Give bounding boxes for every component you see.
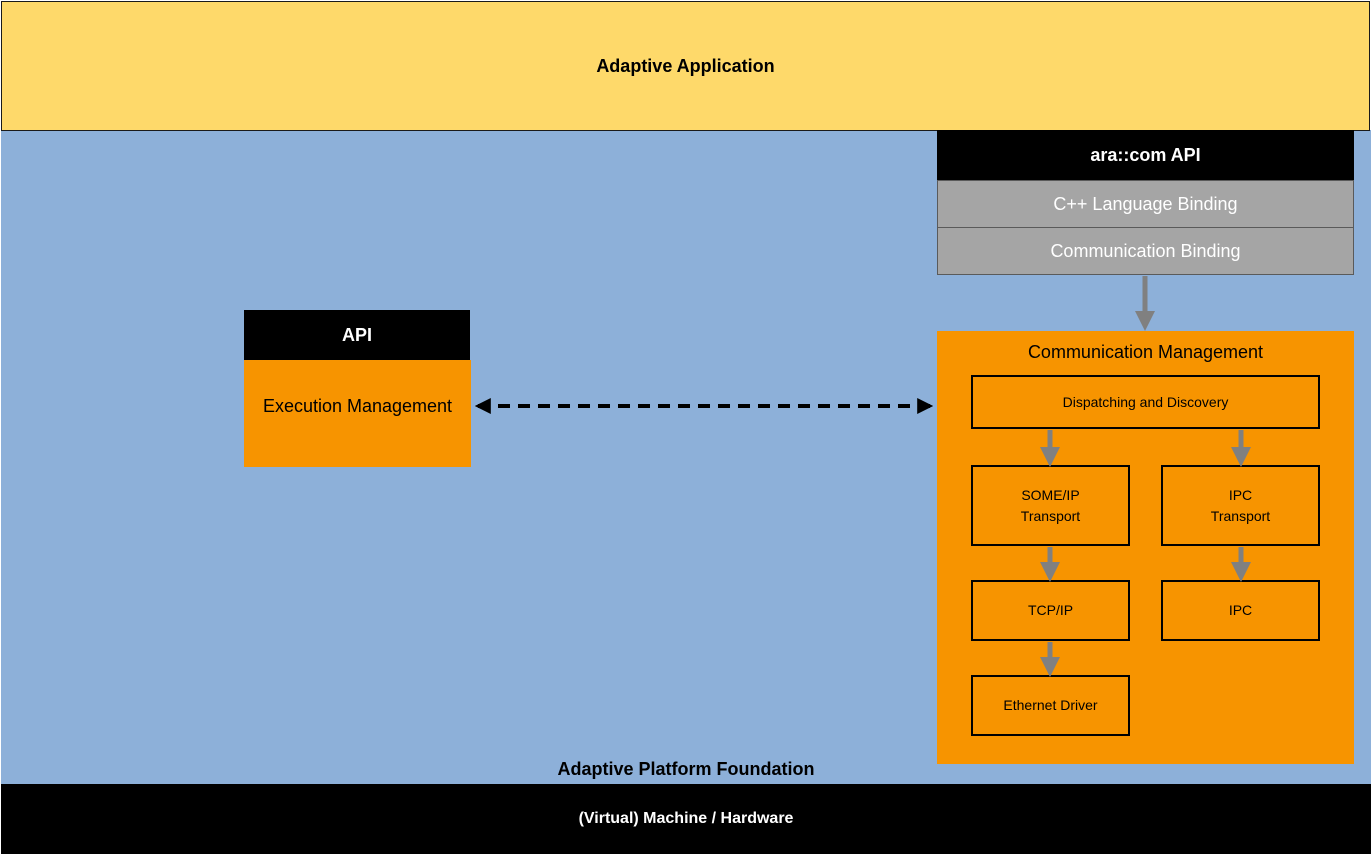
adaptive-platform-foundation-label: Adaptive Platform Foundation (400, 756, 972, 782)
someip-transport-box: SOME/IP Transport (971, 465, 1130, 546)
ipc-label: IPC (1228, 602, 1253, 618)
ipc-transport-line1: IPC (1228, 486, 1253, 503)
someip-transport-line1: SOME/IP (1021, 486, 1080, 503)
hardware-label: (Virtual) Machine / Hardware (578, 810, 794, 827)
communication-binding-box: Communication Binding (937, 227, 1354, 275)
someip-transport-line2: Transport (1020, 507, 1081, 524)
ipc-transport-line2: Transport (1210, 507, 1271, 524)
ethernet-driver-box: Ethernet Driver (971, 675, 1130, 736)
adaptive-application-label: Adaptive Application (596, 55, 775, 76)
cpp-language-binding-label: C++ Language Binding (1053, 193, 1238, 214)
communication-binding-label: Communication Binding (1050, 240, 1241, 261)
ethernet-driver-label: Ethernet Driver (1003, 697, 1098, 713)
ipc-transport-box: IPC Transport (1161, 465, 1320, 546)
dispatching-discovery-box: Dispatching and Discovery (971, 375, 1320, 429)
hardware-band: (Virtual) Machine / Hardware (1, 784, 1371, 854)
aracom-api-header: ara::com API (937, 130, 1354, 180)
someip-transport-text: SOME/IP Transport (1021, 485, 1080, 527)
execution-management-box: Execution Management (244, 360, 471, 467)
tcpip-box: TCP/IP (971, 580, 1130, 641)
ipc-transport-text: IPC Transport (1211, 485, 1270, 527)
cpp-language-binding-box: C++ Language Binding (937, 180, 1354, 227)
tcpip-label: TCP/IP (1027, 602, 1074, 618)
execution-management-label: Execution Management (262, 395, 453, 416)
aracom-api-label: ara::com API (1090, 144, 1201, 165)
communication-management-title: Communication Management (937, 338, 1354, 366)
foundation-label-text: Adaptive Platform Foundation (557, 758, 815, 779)
ipc-box: IPC (1161, 580, 1320, 641)
dispatching-discovery-label: Dispatching and Discovery (1062, 393, 1229, 410)
execution-api-label: API (341, 324, 372, 345)
adaptive-application-band: Adaptive Application (1, 1, 1370, 131)
communication-management-label: Communication Management (1027, 341, 1264, 362)
execution-api-header: API (244, 310, 470, 360)
